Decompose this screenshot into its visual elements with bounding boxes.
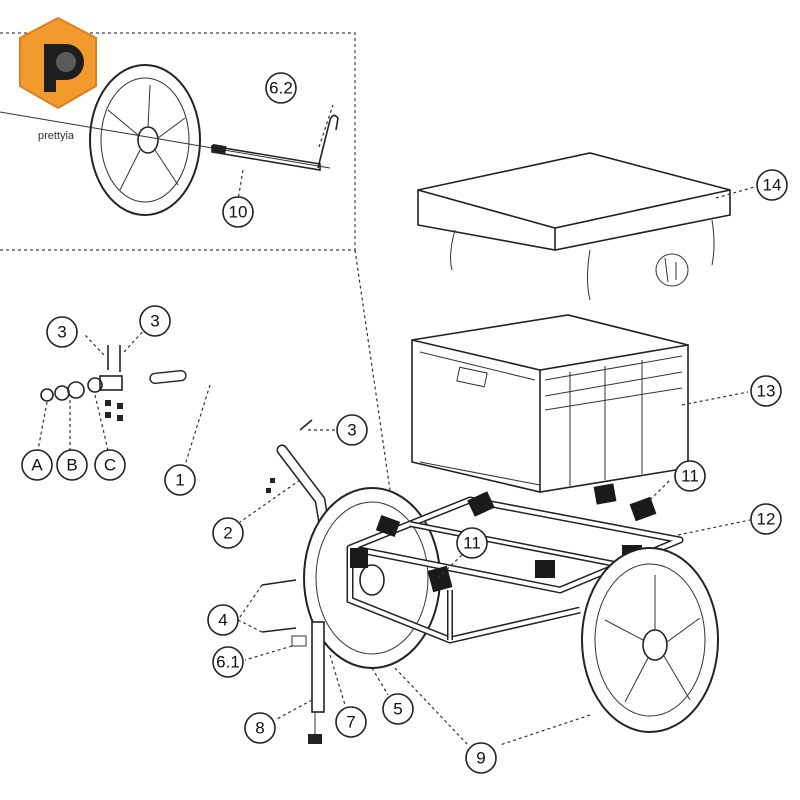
svg-text:6.1: 6.1 [216,653,240,672]
svg-text:6.2: 6.2 [269,79,293,98]
inset-axle [0,111,339,171]
svg-text:11: 11 [681,467,699,486]
inset-leader [354,249,391,491]
callout-11b: 11 [456,527,488,559]
wheel-right-part-9 [581,547,719,733]
svg-text:2: 2 [223,524,232,543]
svg-text:7: 7 [346,713,355,732]
svg-text:B: B [66,456,77,475]
callout-B: B [56,449,88,481]
inset-wheel [89,64,201,216]
callout-A: A [21,449,53,481]
hitch-coupler [40,375,123,402]
clamps-part-11 [350,483,657,593]
svg-text:4: 4 [218,611,227,630]
callout-3b: 3 [139,305,171,337]
svg-text:13: 13 [757,382,776,401]
callout-2: 2 [212,517,244,549]
callout-4: 4 [207,604,239,636]
svg-text:A: A [31,456,43,475]
svg-text:1: 1 [175,471,184,490]
callout-6-2: 6.2 [265,72,297,104]
svg-text:10: 10 [229,203,248,222]
brand-name: prettyia [38,130,75,142]
svg-text:5: 5 [393,700,402,719]
callout-13: 13 [750,375,782,407]
svg-text:3: 3 [57,323,66,342]
cover-part-14 [417,152,731,301]
callout-C: C [94,449,126,481]
frame-part-12 [346,496,684,644]
svg-text:3: 3 [150,312,159,331]
callout-5: 5 [382,693,414,725]
leader-lines [37,104,759,746]
stand-part-8 [261,579,325,744]
inset-detail-frame [0,32,356,251]
callout-12: 12 [750,503,782,535]
callout-10: 10 [222,196,254,228]
hitch-pin-6-2 [317,114,339,169]
brand-logo: prettyia [19,16,97,142]
crate-part-13 [411,314,689,493]
callout-11a: 11 [674,460,706,492]
handle-part-1 [40,345,273,433]
callout-3a: 3 [46,316,78,348]
svg-text:C: C [104,456,116,475]
svg-text:8: 8 [255,719,264,738]
callout-8: 8 [244,712,276,744]
callout-3c: 3 [336,414,368,446]
bolts-part-3-upper [105,345,123,421]
svg-text:9: 9 [476,749,485,768]
callout-9: 9 [465,742,497,774]
svg-text:12: 12 [757,510,776,529]
svg-text:11: 11 [463,534,481,553]
callout-6-1: 6.1 [212,646,244,678]
callout-1: 1 [164,464,196,496]
logo-p-hole [56,52,76,72]
svg-text:14: 14 [763,176,782,195]
callout-7: 7 [335,706,367,738]
callout-14: 14 [756,169,788,201]
svg-text:3: 3 [347,421,356,440]
